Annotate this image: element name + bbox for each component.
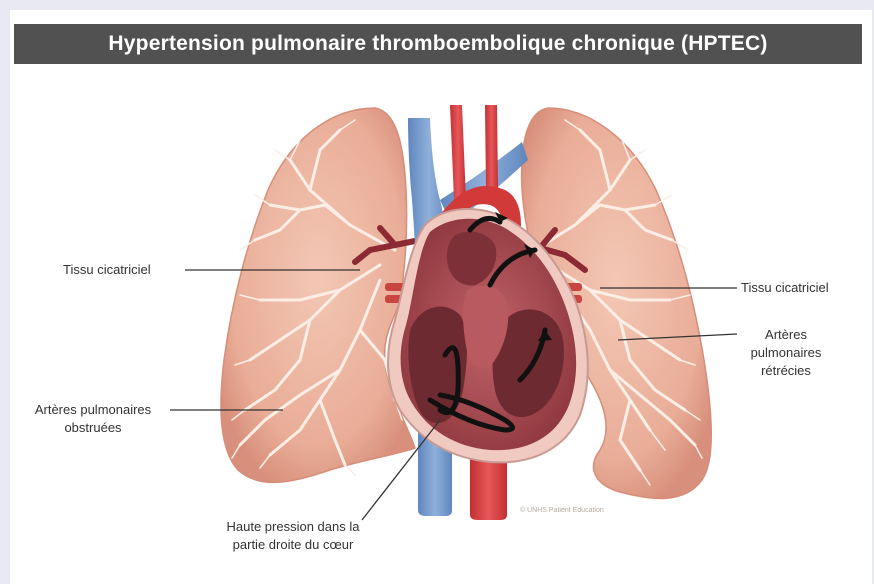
label-narrowed-line3: rétrécies — [738, 362, 834, 380]
label-narrowed-arteries: Artères pulmonaires rétrécies — [738, 326, 834, 380]
label-narrowed-line1: Artères — [738, 326, 834, 344]
label-narrowed-line2: pulmonaires — [738, 344, 834, 362]
label-obstructed-line1: Artères pulmonaires — [18, 401, 168, 419]
label-right-scar-tissue: Tissu cicatriciel — [741, 279, 829, 297]
aortic-arch-branches — [450, 105, 466, 200]
label-obstructed-arteries: Artères pulmonaires obstruées — [18, 401, 168, 437]
label-pressure-line1: Haute pression dans la — [213, 518, 373, 536]
copyright-notice: © UNHS Patient Education — [520, 507, 604, 514]
label-left-scar-tissue: Tissu cicatriciel — [63, 261, 151, 279]
label-high-pressure-right-heart: Haute pression dans la partie droite du … — [213, 518, 373, 554]
label-pressure-line2: partie droite du cœur — [213, 536, 373, 554]
label-obstructed-line2: obstruées — [18, 419, 168, 437]
